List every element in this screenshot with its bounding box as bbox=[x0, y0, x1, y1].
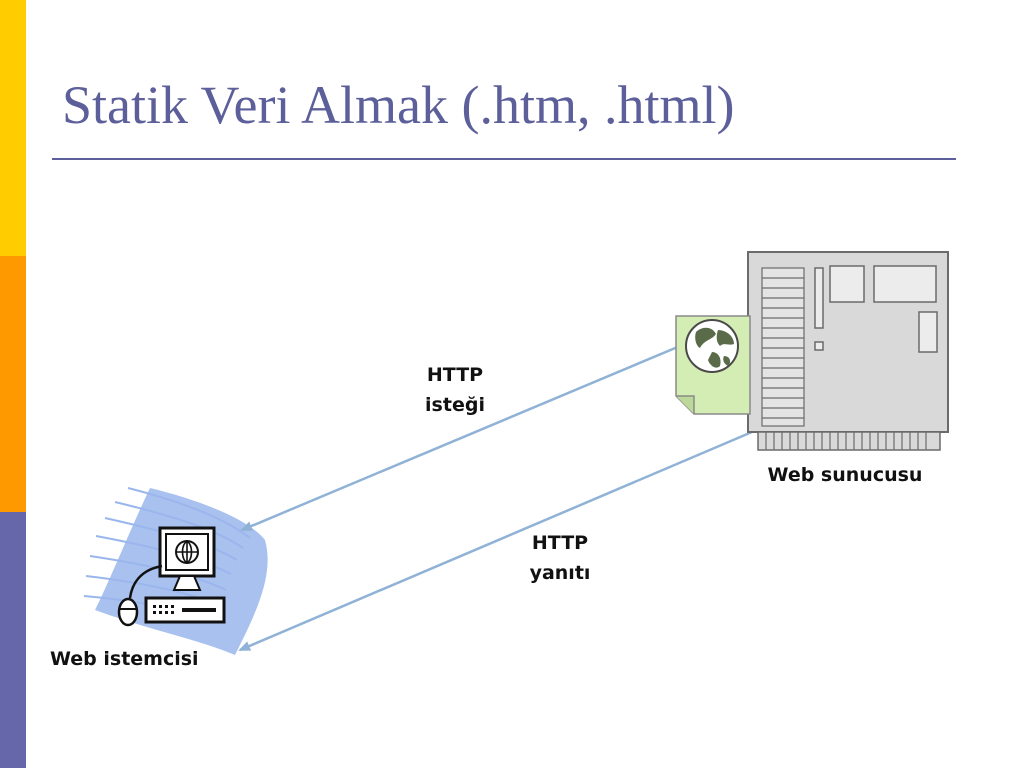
web-client-label: Web istemcisi bbox=[50, 648, 199, 670]
http-request-label: HTTP isteği bbox=[405, 360, 505, 421]
computer-icon bbox=[158, 526, 216, 591]
sidebar-stripe-purple bbox=[0, 512, 26, 768]
http-response-label-line2: yanıtı bbox=[529, 562, 591, 585]
http-response-label: HTTP yanıtı bbox=[510, 528, 610, 589]
http-request-label-line2: isteği bbox=[425, 394, 485, 417]
slide-title: Statik Veri Almak (.htm, .html) bbox=[62, 75, 735, 135]
http-request-arrow bbox=[240, 344, 681, 532]
server-icon bbox=[747, 251, 949, 451]
title-underline bbox=[52, 158, 956, 160]
keyboard-icon bbox=[144, 596, 226, 624]
http-request-label-line1: HTTP bbox=[426, 364, 484, 386]
web-page-icon bbox=[675, 315, 751, 415]
sidebar-stripe-yellow bbox=[0, 0, 26, 256]
globe-icon bbox=[685, 319, 739, 373]
web-server-label: Web sunucusu bbox=[767, 464, 923, 486]
sidebar-stripe-orange bbox=[0, 256, 26, 512]
mouse-icon bbox=[117, 564, 163, 627]
http-response-arrow bbox=[238, 430, 753, 652]
http-response-label-line1: HTTP bbox=[531, 532, 589, 554]
